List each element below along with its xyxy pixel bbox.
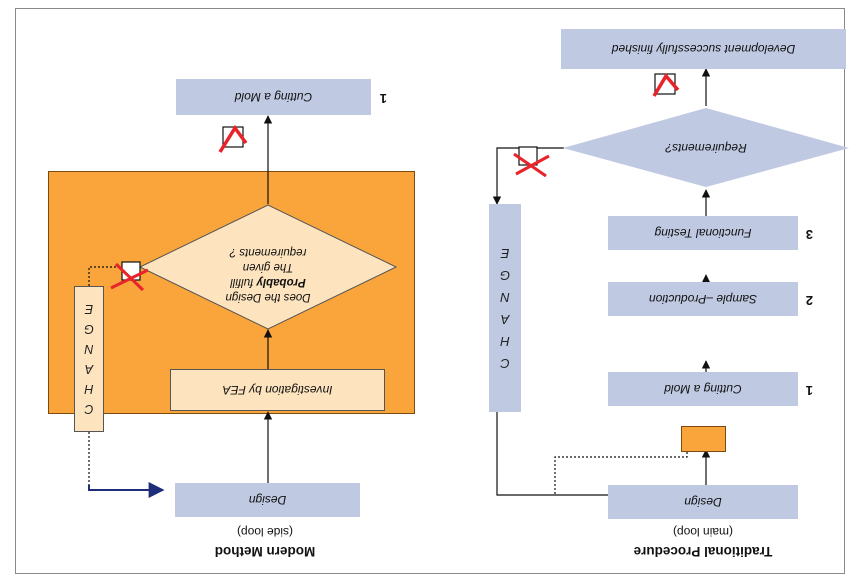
trad-decision-label: Requirements? [665, 141, 747, 155]
modern-step-number-1: 1 [379, 91, 387, 106]
modern-decision-line3: The given [242, 261, 294, 273]
modern-loop-arrow-to-design [88, 482, 165, 498]
modern-change-letter-a: A [84, 362, 94, 376]
trad-sample-production-box: Sample –Production [608, 282, 798, 316]
trad-design-label: Design [684, 495, 722, 509]
trad-change-letter-a: A [500, 312, 510, 327]
trad-loop-return [496, 412, 634, 500]
trad-orange-marker-box [681, 426, 726, 452]
modern-cutting-mold-label: Cutting a Mold [234, 90, 313, 104]
modern-success-check-box-icon [218, 124, 248, 153]
trad-dotted-link [554, 452, 688, 495]
modern-change-letter-c: C [84, 402, 94, 416]
modern-change-letter-g: G [84, 322, 94, 336]
trad-change-letter-g: G [499, 268, 511, 283]
modern-fea-label: Investigation by FEA [222, 383, 333, 397]
modern-change-bar: C H A N G E [74, 286, 104, 432]
modern-decision-line1: Does the Design [225, 291, 311, 303]
trad-decision-label-wrap: Requirements? [636, 134, 776, 162]
trad-design-box: Design [608, 485, 798, 519]
modern-decision-bold: Probably [256, 276, 306, 288]
trad-step-number-2: 2 [805, 293, 813, 308]
modern-change-letter-n: N [84, 342, 94, 356]
modern-change-letter-e: E [84, 302, 94, 316]
trad-subtitle: (main loop) [672, 525, 734, 539]
trad-step-number-3: 3 [805, 227, 813, 242]
trad-functional-testing-box: Functional Testing [608, 216, 798, 250]
modern-design-label: Design [248, 493, 287, 507]
modern-decision-line2: fulfill [230, 276, 254, 288]
modern-cutting-mold-box: Cutting a Mold [176, 79, 371, 115]
trad-title: Traditional Procedure [633, 544, 773, 559]
trad-finished-label: Development successfully finished [611, 42, 796, 56]
modern-decision-text: Does the Design Probably fulfill The giv… [188, 244, 348, 304]
trad-finished-box: Development successfully finished [561, 29, 846, 69]
modern-design-box: Design [175, 483, 360, 517]
modern-decision-line4: requirements ? [229, 246, 307, 258]
trad-sample-production-label: Sample –Production [648, 292, 758, 306]
modern-subtitle: (side loop) [236, 525, 294, 539]
trad-step-number-1: 1 [805, 383, 813, 398]
trad-loop-back [492, 147, 564, 205]
modern-decision-line2-wrap: Probably fulfill [188, 274, 348, 289]
trad-success-check-box-icon [652, 73, 680, 97]
trad-change-letter-n: N [500, 290, 510, 305]
modern-change-letter-h: H [84, 382, 94, 396]
trad-change-letter-e: E [500, 246, 510, 261]
modern-fail-crossed-box-icon [110, 261, 149, 292]
modern-fea-box: Investigation by FEA [170, 369, 385, 411]
modern-decision-diamond [138, 204, 398, 330]
trad-change-letter-h: H [500, 334, 510, 349]
modern-title: Modern Method [214, 544, 316, 559]
trad-cutting-mold-label: Cutting a Mold [664, 382, 742, 396]
trad-fail-crossed-box-icon [513, 146, 550, 178]
trad-functional-testing-label: Functional Testing [654, 226, 752, 240]
trad-change-bar: C H A N G E [489, 204, 521, 412]
trad-cutting-mold-box: Cutting a Mold [608, 372, 798, 406]
trad-decision-diamond [563, 108, 849, 187]
trad-change-letter-c: C [500, 356, 510, 371]
